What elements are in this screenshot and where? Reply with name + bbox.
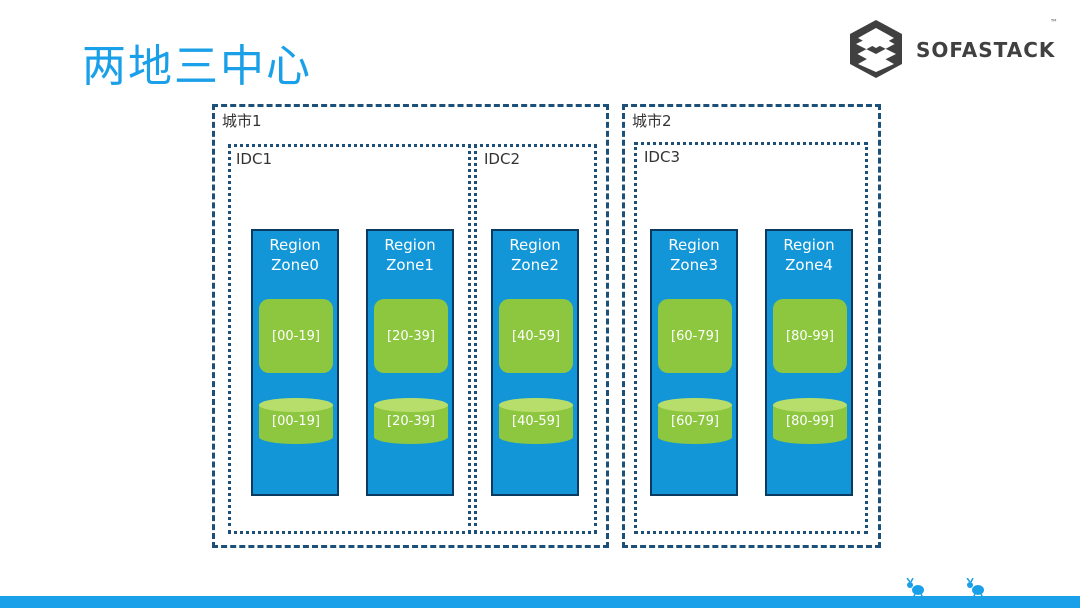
zone-region-label: Region bbox=[668, 236, 720, 254]
database-cylinder: [40-59] bbox=[499, 398, 573, 444]
region-zone-0: Region Zone0 [00-19] [00-19] bbox=[251, 229, 339, 496]
database-range-label: [60-79] bbox=[671, 414, 719, 429]
zone-region-label: Region bbox=[509, 236, 561, 254]
shard-range-box: [60-79] bbox=[658, 299, 732, 373]
zone-name-label: Zone0 bbox=[271, 256, 319, 274]
idc-3-label: IDC3 bbox=[644, 148, 680, 166]
region-zone-1: Region Zone1 [20-39] [20-39] bbox=[366, 229, 454, 496]
idc-1-label: IDC1 bbox=[236, 150, 272, 168]
shard-range-box: [40-59] bbox=[499, 299, 573, 373]
ant-icon bbox=[906, 578, 924, 598]
idc-2-frame bbox=[474, 144, 597, 534]
zone-name-label: Zone4 bbox=[785, 256, 833, 274]
database-cylinder: [60-79] bbox=[658, 398, 732, 444]
database-range-label: [20-39] bbox=[387, 414, 435, 429]
city-2-label: 城市2 bbox=[632, 112, 672, 130]
zone-name-label: Zone2 bbox=[511, 256, 559, 274]
shard-range-box: [80-99] bbox=[773, 299, 847, 373]
page-title: 两地三中心 bbox=[82, 41, 312, 92]
database-range-label: [00-19] bbox=[272, 414, 320, 429]
database-range-label: [40-59] bbox=[512, 414, 560, 429]
database-cylinder: [80-99] bbox=[773, 398, 847, 444]
city-1-label: 城市1 bbox=[222, 112, 262, 130]
city-2-frame bbox=[622, 104, 881, 548]
trademark-mark: ™ bbox=[1050, 18, 1058, 27]
region-zone-2: Region Zone2 [40-59] [40-59] bbox=[491, 229, 579, 496]
zone-region-label: Region bbox=[269, 236, 321, 254]
zone-name-label: Zone3 bbox=[670, 256, 718, 274]
database-cylinder: [20-39] bbox=[374, 398, 448, 444]
city-1-frame bbox=[212, 104, 609, 548]
sofastack-logo: SOFASTACK ™ bbox=[846, 18, 1058, 80]
zone-region-label: Region bbox=[783, 236, 835, 254]
logo-text: SOFASTACK bbox=[916, 38, 1056, 62]
sofastack-logo-icon bbox=[850, 20, 902, 78]
idc-3-frame bbox=[634, 142, 868, 534]
database-cylinder: [00-19] bbox=[259, 398, 333, 444]
region-zone-4: Region Zone4 [80-99] [80-99] bbox=[765, 229, 853, 496]
bottom-accent-bar bbox=[0, 596, 1080, 608]
shard-range-box: [00-19] bbox=[259, 299, 333, 373]
database-range-label: [80-99] bbox=[786, 414, 834, 429]
idc-2-label: IDC2 bbox=[484, 150, 520, 168]
shard-range-box: [20-39] bbox=[374, 299, 448, 373]
zone-name-label: Zone1 bbox=[386, 256, 434, 274]
ant-icon bbox=[966, 578, 984, 598]
zone-region-label: Region bbox=[384, 236, 436, 254]
region-zone-3: Region Zone3 [60-79] [60-79] bbox=[650, 229, 738, 496]
idc-1-frame bbox=[228, 144, 471, 534]
